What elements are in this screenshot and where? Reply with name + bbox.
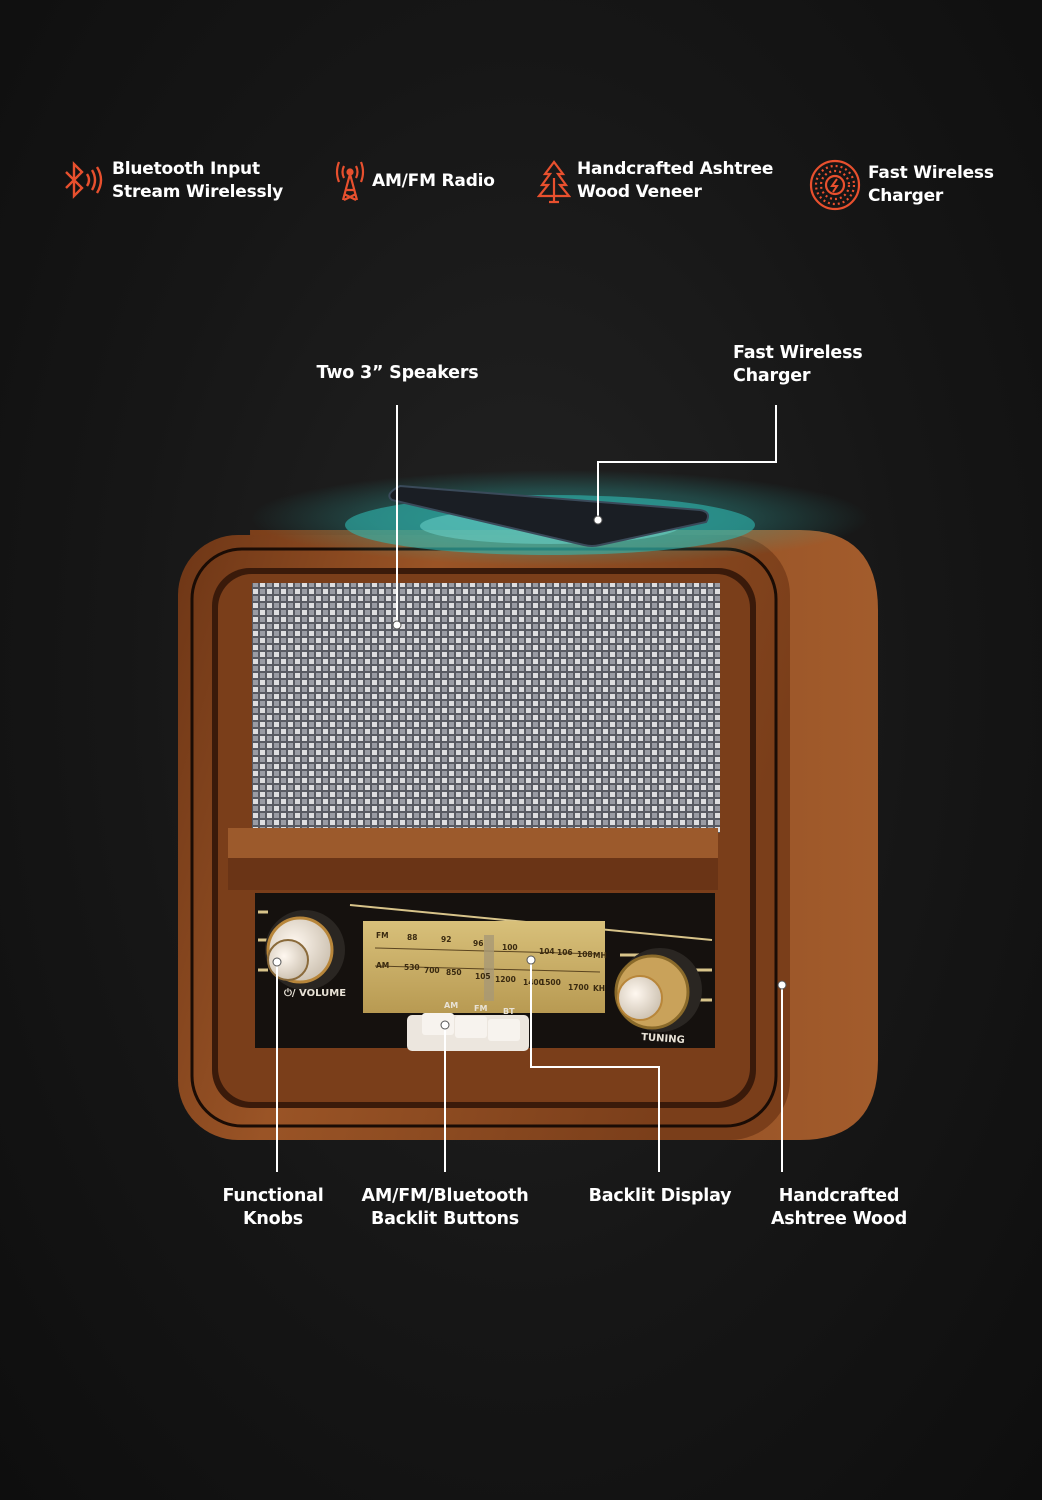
dial-tick-label: 88: [407, 933, 417, 942]
speaker-grille: [252, 583, 720, 833]
dial-tick-label: 700: [424, 966, 440, 975]
radio-tower-icon: [335, 161, 365, 201]
dial-tick-label: MH: [593, 951, 607, 960]
tuning-knob[interactable]: [614, 948, 702, 1032]
bt-button[interactable]: [488, 1019, 520, 1041]
dial-tick-label: 96: [473, 939, 483, 948]
feature-line: Handcrafted Ashtree: [577, 159, 774, 179]
tree-icon: [537, 160, 571, 204]
dial-tick-label: 108: [577, 950, 593, 959]
feature-line: Wood Veneer: [577, 182, 702, 202]
callout-line: Ashtree Wood: [770, 1209, 908, 1229]
dial-tick-label: 100: [502, 943, 518, 952]
button-label-fm: FM: [474, 1004, 487, 1013]
dial-tick-label: 105: [475, 972, 491, 981]
dial-tick-label: 1400: [523, 978, 544, 987]
dial-tick-label: 106: [557, 948, 573, 957]
callout-line: Handcrafted: [778, 1186, 900, 1206]
callout-line: Functional: [222, 1186, 324, 1206]
dial-tick-label: KH: [593, 984, 605, 993]
feature-radio: AM/FM Radio: [334, 158, 495, 204]
callout-line: AM/FM/Bluetooth: [361, 1186, 529, 1206]
am-label: AM: [376, 961, 389, 970]
button-label-am: AM: [444, 1001, 458, 1010]
phone: [388, 484, 709, 547]
callout-line: Backlit Buttons: [370, 1209, 520, 1229]
feature-line: Charger: [868, 186, 944, 206]
volume-label: ⏻/ VOLUME: [284, 987, 346, 999]
callout-display: Backlit Display: [588, 1186, 732, 1206]
tuning-label: TUNING: [641, 1032, 685, 1046]
feature-line: Stream Wirelessly: [112, 182, 283, 202]
dial-tick-label: 104: [539, 947, 555, 956]
bluetooth-icon: [65, 161, 103, 199]
dial-tick-label: 1200: [495, 975, 516, 984]
callout-speakers: Two 3” Speakers: [316, 363, 479, 383]
dial-tick-label: 92: [441, 935, 451, 944]
dial-tick-label: 1500: [540, 978, 561, 987]
callout-line: Fast Wireless: [733, 343, 863, 363]
feature-line: AM/FM Radio: [372, 170, 495, 191]
dial-tick-label: 850: [446, 968, 462, 977]
wireless-charger-icon: [809, 159, 861, 211]
feature-line: Bluetooth Input: [112, 159, 260, 179]
feature-line: Fast Wireless: [868, 163, 994, 183]
callout-line: Charger: [733, 366, 811, 386]
dial-tick-label: 530: [404, 963, 420, 972]
fm-button[interactable]: [455, 1016, 487, 1038]
button-label-bt: BT: [503, 1007, 515, 1016]
callout-line: Knobs: [243, 1209, 303, 1229]
fm-label: FM: [376, 931, 389, 940]
dial-tick-label: 1700: [568, 983, 589, 992]
